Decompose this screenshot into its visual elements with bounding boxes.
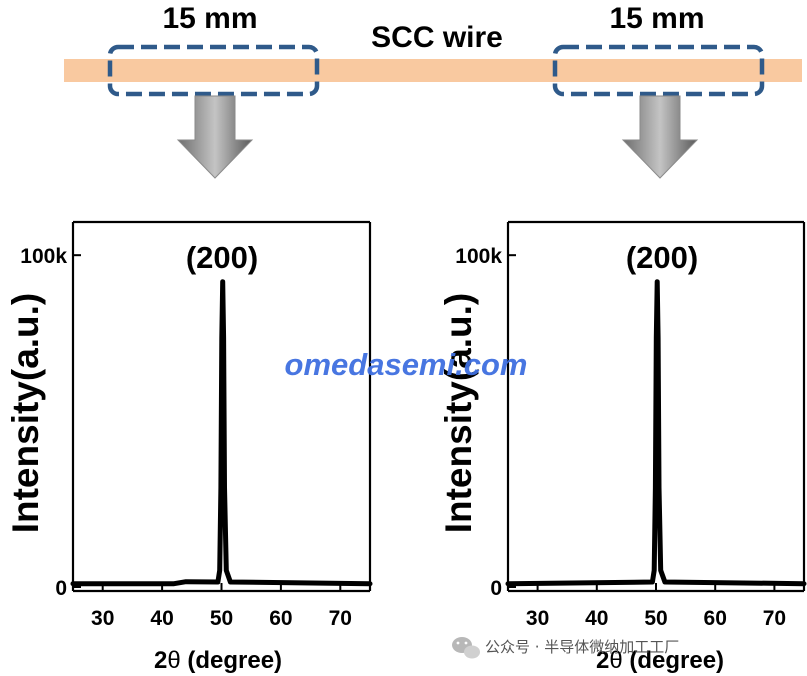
- x-tick-label: 50: [644, 607, 667, 630]
- x-axis-label-prefix: 2: [154, 647, 167, 674]
- y-axis-label: Intensity(a.u.): [438, 293, 479, 534]
- right-sample-box: [552, 44, 765, 97]
- xrd-chart-left: 30 40 50 60 70 0 100k (200) Intensity(a.u.) 2θ…: [5, 220, 373, 674]
- xrd-trace: [70, 279, 373, 587]
- x-tick-label: 50: [210, 607, 233, 630]
- left-down-arrow-icon: [176, 95, 254, 179]
- x-axis-label: 2θ (degree): [154, 647, 282, 674]
- watermark-text: omedasemi.com: [285, 347, 528, 382]
- x-tick-label: 40: [150, 607, 173, 630]
- y-tick-label: 0: [490, 577, 502, 600]
- wechat-credit: 公众号 · 半导体微纳加工工厂: [485, 638, 679, 656]
- scc-wire-bar: [64, 59, 802, 82]
- x-axis-label-suffix: (degree): [623, 647, 724, 674]
- x-tick-label: 40: [585, 607, 608, 630]
- x-axis-label-theta: θ: [167, 647, 180, 674]
- x-tick-label: 30: [526, 607, 549, 630]
- wire-label: SCC wire: [371, 21, 503, 54]
- peak-label-200: (200): [626, 240, 698, 275]
- y-tick-label: 0: [55, 577, 67, 600]
- x-tick-label: 60: [269, 607, 292, 630]
- y-tick-label: 100k: [455, 245, 502, 268]
- x-axis-label-prefix: 2: [596, 647, 609, 674]
- x-axis-label-suffix: (degree): [181, 647, 282, 674]
- y-axis-label: Intensity(a.u.): [5, 293, 46, 534]
- x-tick-label: 30: [91, 607, 114, 630]
- xrd-chart-right: 30 40 50 60 70 0 100k (200) Intensity(a.u.) 2θ…: [438, 220, 807, 674]
- right-length-label: 15 mm: [609, 2, 704, 35]
- x-axis-label-theta: θ: [609, 647, 622, 674]
- x-axis-label: 2θ (degree): [596, 647, 724, 674]
- xrd-trace: [505, 279, 807, 587]
- x-tick-label: 60: [704, 607, 727, 630]
- x-tick-label: 70: [763, 607, 786, 630]
- left-length-label: 15 mm: [162, 2, 257, 35]
- wechat-icon: [452, 637, 480, 659]
- left-sample-box: [107, 44, 320, 97]
- x-tick-label: 70: [329, 607, 352, 630]
- right-down-arrow-icon: [621, 95, 699, 179]
- peak-label-200: (200): [186, 240, 258, 275]
- y-tick-label: 100k: [20, 245, 67, 268]
